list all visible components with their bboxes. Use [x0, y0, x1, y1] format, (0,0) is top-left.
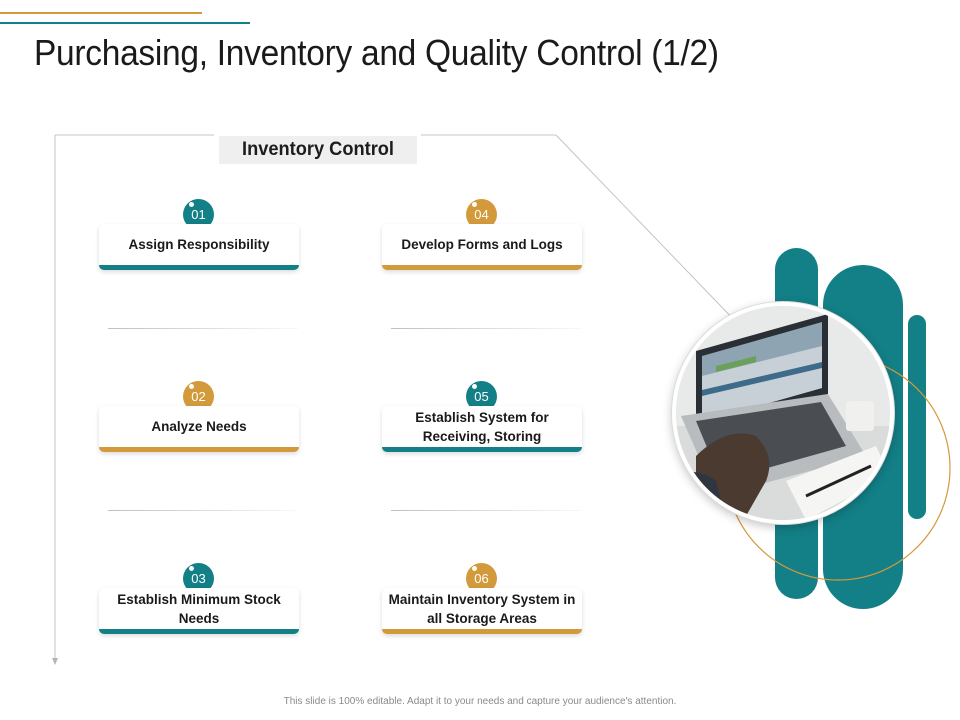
decorative-pill — [908, 315, 926, 519]
step-02-card: Analyze Needs — [99, 406, 299, 452]
page-title: Purchasing, Inventory and Quality Contro… — [34, 32, 719, 73]
laptop-typing-photo — [672, 302, 894, 524]
divider — [391, 328, 581, 329]
step-06-card: Maintain Inventory System in all Storage… — [382, 588, 582, 634]
step-05-card: Establish System for Receiving, Storing — [382, 406, 582, 452]
laptop-typing-illustration — [676, 306, 890, 520]
section-label: Inventory Control — [219, 136, 417, 164]
step-04-card: Develop Forms and Logs — [382, 224, 582, 270]
divider — [108, 510, 298, 511]
top-accent-teal-line — [0, 22, 250, 24]
footer-note: This slide is 100% editable. Adapt it to… — [283, 696, 677, 707]
divider — [108, 328, 298, 329]
step-03-card: Establish Minimum Stock Needs — [99, 588, 299, 634]
top-accent-gold-line — [0, 12, 202, 14]
divider — [391, 510, 581, 511]
step-01-card: Assign Responsibility — [99, 224, 299, 270]
